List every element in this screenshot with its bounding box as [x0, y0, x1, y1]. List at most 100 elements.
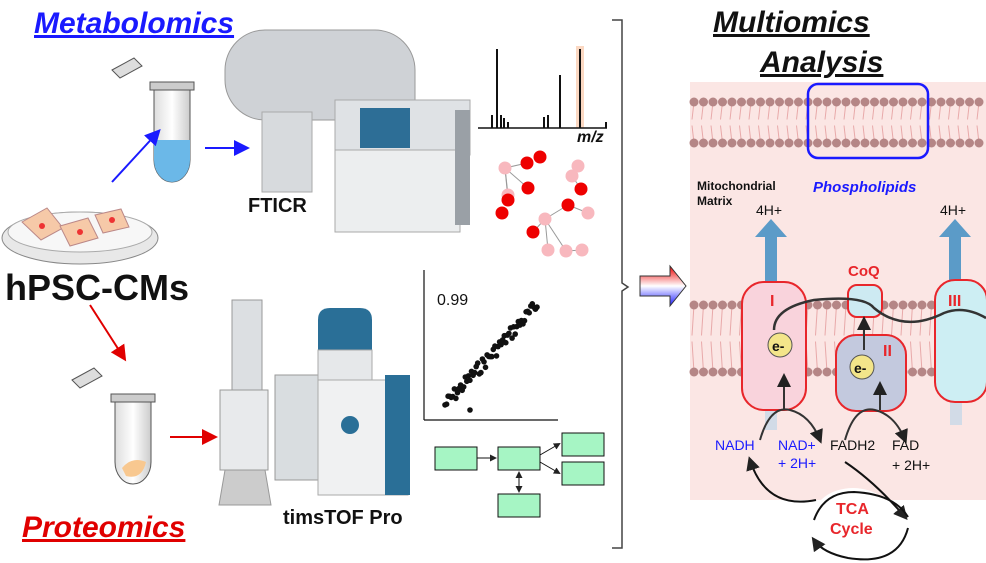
proton-label-left: 4H+ — [756, 202, 782, 218]
complex-iii-label: III — [948, 293, 961, 310]
lipid-tail — [815, 341, 818, 373]
lipid-head — [822, 138, 832, 148]
lipid-head — [813, 367, 822, 377]
lipid-head — [822, 300, 832, 310]
lipid-head — [832, 97, 841, 107]
scatter-point — [534, 304, 540, 310]
scatter-point — [453, 395, 459, 402]
lipid-head — [851, 138, 860, 148]
lipid-tail — [729, 341, 733, 373]
coq-label: CoQ — [848, 263, 880, 280]
lipid-head — [699, 367, 708, 377]
metabolite-network — [495, 150, 595, 258]
lipid-head — [727, 138, 737, 148]
lipid-head — [689, 97, 699, 107]
lipid-head — [908, 97, 917, 107]
protein-flow-diagram — [434, 432, 605, 518]
complex-i-label: I — [770, 293, 774, 310]
flow-box — [561, 461, 605, 486]
scatter-point — [482, 364, 489, 371]
lipid-head — [889, 97, 898, 107]
lipid-head — [860, 97, 870, 107]
lipid-head — [727, 300, 737, 310]
network-node — [561, 198, 575, 212]
timstof-instrument-icon — [218, 299, 410, 506]
flow-box — [497, 493, 541, 518]
lipid-tail — [701, 304, 704, 336]
lipid-head — [860, 138, 870, 148]
lipid-head — [718, 138, 727, 148]
lipid-tail — [929, 341, 932, 373]
scatter-point — [454, 389, 461, 396]
scatter-point — [503, 339, 509, 346]
multiomics-title-line1: Multiomics — [713, 6, 870, 39]
lipid-head — [908, 300, 917, 310]
lipid-tail — [701, 341, 704, 373]
proton-arrow-right-icon — [939, 219, 971, 282]
correlation-scatter-plot: 0.99 — [423, 270, 558, 421]
petri-dish-icon — [1, 207, 159, 265]
scatter-point — [467, 377, 473, 384]
bracket — [612, 19, 630, 549]
lipid-head — [708, 367, 718, 377]
scatter-point — [451, 386, 458, 392]
fticr-instrument-icon — [224, 29, 471, 233]
fadh2-label: FADH2 — [830, 437, 875, 453]
lipid-tail — [691, 341, 695, 373]
lipid-head — [784, 138, 794, 148]
network-node — [565, 169, 579, 183]
scatter-point — [489, 353, 495, 360]
network-node — [575, 243, 589, 257]
lipid-tail — [834, 304, 837, 336]
lipid-head — [946, 138, 955, 148]
matrix-label-line2: Matrix — [697, 194, 733, 208]
lipid-tail — [881, 304, 885, 336]
lipid-head — [765, 97, 775, 107]
lipid-head — [841, 138, 851, 148]
network-node — [520, 156, 534, 170]
lipid-tail — [815, 304, 818, 336]
lipid-head — [794, 138, 803, 148]
lipid-tail — [910, 304, 913, 336]
lipid-head — [917, 138, 927, 148]
network-node — [581, 206, 595, 220]
lipid-head — [917, 300, 927, 310]
timstof-label: timsTOF Pro — [283, 507, 403, 529]
lipid-head — [965, 138, 974, 148]
lipid-tail — [729, 304, 733, 336]
lipid-head — [936, 97, 946, 107]
fticr-label: FTICR — [248, 195, 307, 217]
lipid-head — [727, 97, 737, 107]
lipid-tail — [919, 341, 923, 373]
scatter-point — [465, 373, 472, 379]
mass-spectrum: m/z — [478, 46, 607, 146]
lipid-head — [699, 138, 708, 148]
lipid-head — [689, 300, 699, 310]
scatter-point — [521, 317, 528, 324]
lipid-tail — [910, 341, 913, 373]
lipid-head — [974, 97, 984, 107]
fad-protons-label: + 2H+ — [892, 457, 930, 473]
flow-box — [561, 432, 605, 457]
nad-label: NAD+ — [778, 437, 816, 453]
lipid-head — [699, 300, 708, 310]
tca-label-line1: TCA — [836, 501, 869, 518]
lipid-head — [718, 300, 727, 310]
scatter-point — [526, 310, 532, 316]
flow-box — [497, 446, 541, 471]
electron-icon — [767, 332, 793, 358]
fad-label: FAD — [892, 437, 919, 453]
nadh-label: NADH — [715, 437, 755, 453]
flow-box — [434, 446, 478, 471]
scatter-point — [474, 360, 481, 366]
scatter-point — [443, 401, 450, 408]
network-node — [498, 161, 512, 175]
correlation-value: 0.99 — [437, 292, 468, 309]
scatter-point — [493, 353, 500, 359]
lipid-tail — [710, 304, 714, 336]
lipid-head — [708, 138, 718, 148]
lipid-tail — [824, 304, 828, 336]
lipid-head — [851, 97, 860, 107]
network-node — [559, 244, 573, 258]
